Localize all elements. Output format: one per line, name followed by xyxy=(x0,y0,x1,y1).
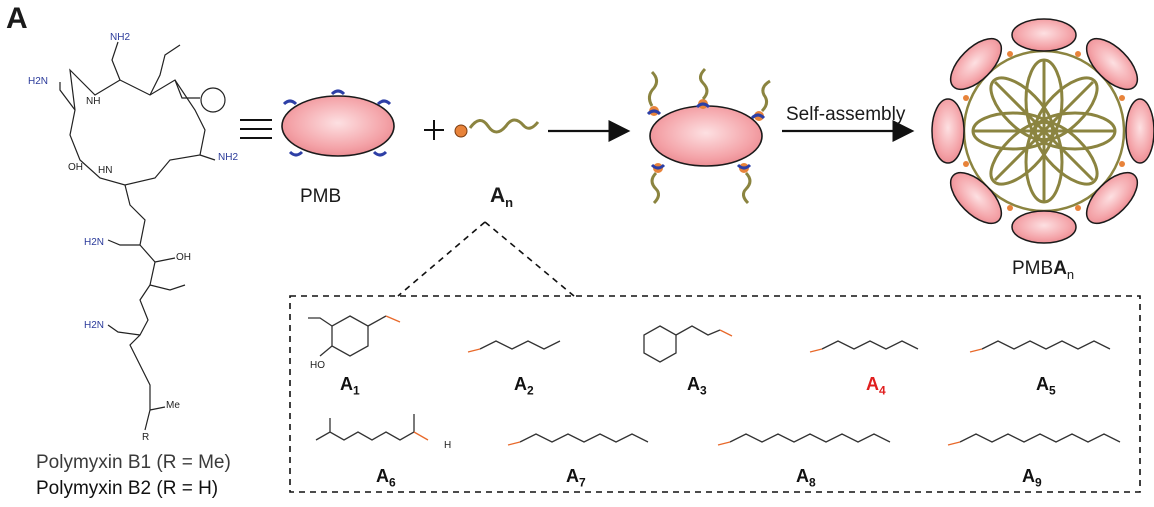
product-label-base: PMB xyxy=(1012,258,1054,279)
atom-label-h2n-bottom: H2N xyxy=(84,320,105,331)
compound-label-a4: A4 xyxy=(866,374,886,398)
atom-label-nh: NH xyxy=(86,96,101,107)
a9-chain xyxy=(959,433,1121,443)
a3-ring xyxy=(643,325,677,363)
receptor-icon xyxy=(376,99,392,106)
compound-label-a3: A3 xyxy=(687,374,707,398)
callout-lines xyxy=(397,221,575,297)
atom-label-oh-tail: OH xyxy=(176,252,191,263)
a1-substituents xyxy=(308,315,387,357)
phenyl-ring xyxy=(200,87,226,113)
a8-chain xyxy=(729,433,891,443)
tail-branch-4 xyxy=(149,284,186,291)
product-label-bold: A xyxy=(1053,258,1067,279)
a1-aldehyde xyxy=(385,315,401,323)
a9-aldehyde xyxy=(947,441,961,446)
caption-polymyxin-b2: Polymyxin B2 (R = H) xyxy=(36,478,219,499)
a4-aldehyde xyxy=(809,348,823,353)
caption-polymyxin-b1: Polymyxin B1 (R = Me) xyxy=(36,452,231,473)
a6-aldehyde xyxy=(413,431,429,441)
an-label-base: A xyxy=(490,184,506,207)
a6-chain xyxy=(315,414,415,441)
a3-chain xyxy=(675,325,721,336)
side-chain-phenyl xyxy=(174,79,200,99)
receptor-icon xyxy=(330,89,346,96)
conjugate-ellipse xyxy=(646,67,771,205)
nanoparticle-beads xyxy=(963,51,1125,211)
tail-chain xyxy=(124,184,156,431)
derivatives-box xyxy=(289,295,1141,493)
product-label: PMBAn xyxy=(1012,258,1074,282)
product-label-sub: n xyxy=(1066,266,1075,282)
a2-chain xyxy=(479,340,561,350)
receptor-icon xyxy=(372,150,388,157)
side-chain-left xyxy=(59,82,76,111)
atom-label-h: H xyxy=(444,440,452,451)
an-label: An xyxy=(490,184,513,210)
receptor-icon xyxy=(282,99,298,106)
a2-aldehyde xyxy=(467,348,481,353)
self-assembly-label: Self-assembly xyxy=(786,104,906,125)
a7-aldehyde xyxy=(507,441,521,446)
a4-chain xyxy=(821,340,919,350)
plus-sign xyxy=(424,120,444,140)
pmb-label: PMB xyxy=(300,186,342,207)
compound-label-a6: A6 xyxy=(376,466,396,490)
compound-label-a2: A2 xyxy=(514,374,534,398)
panel-label: A xyxy=(6,2,28,35)
atom-label-nh2-top: NH2 xyxy=(110,32,131,43)
atom-label-me: Me xyxy=(166,400,180,411)
a5-chain xyxy=(981,340,1111,350)
a5-aldehyde xyxy=(969,348,983,353)
tail-branch-3 xyxy=(107,324,141,336)
atom-label-oh-ring: OH xyxy=(68,162,83,173)
compound-label-a7: A7 xyxy=(566,466,586,490)
a8-aldehyde xyxy=(717,441,731,446)
a7-chain xyxy=(519,433,649,443)
atom-label-nh2-right: NH2 xyxy=(218,152,239,163)
atom-label-r: R xyxy=(142,432,150,443)
atom-label-h2n-left: H2N xyxy=(28,76,49,87)
side-chain-top xyxy=(111,41,121,81)
compound-label-a8: A8 xyxy=(796,466,816,490)
a1-ring xyxy=(331,315,369,357)
polymyxin-structure xyxy=(59,41,226,431)
receptor-icon xyxy=(288,150,304,157)
an-monomer xyxy=(454,118,540,138)
compound-label-a5: A5 xyxy=(1036,374,1056,398)
compound-label-a9: A9 xyxy=(1022,466,1042,490)
nanoparticle-shell xyxy=(931,18,1154,244)
compound-label-a1: A1 xyxy=(340,374,360,398)
nanoparticle xyxy=(931,18,1154,244)
aldehyde-structures xyxy=(308,315,1121,446)
tail-branch-1 xyxy=(107,239,140,246)
side-chain-leucine xyxy=(149,44,181,96)
equivalence-sign xyxy=(240,119,272,139)
side-chain-right xyxy=(199,154,216,161)
tail-branch-2 xyxy=(154,257,176,263)
an-label-sub: n xyxy=(505,195,514,211)
atom-label-ho: HO xyxy=(310,360,325,371)
tail-branch-me xyxy=(149,406,166,411)
atom-label-h2n-mid: H2N xyxy=(84,237,105,248)
pmb-ellipse xyxy=(281,89,395,157)
a3-aldehyde xyxy=(719,329,733,337)
macrocycle-ring xyxy=(69,68,206,186)
atom-label-hn: HN xyxy=(98,165,113,176)
